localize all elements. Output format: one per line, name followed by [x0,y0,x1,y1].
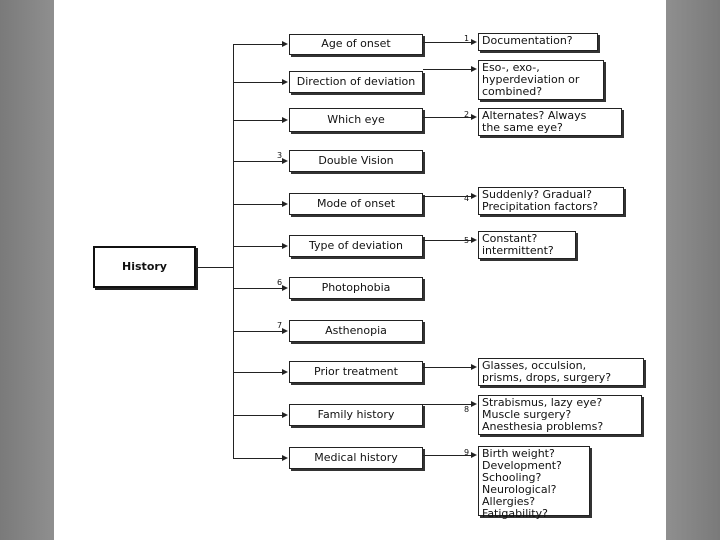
branch-arrow [282,41,288,47]
branch-arrow [282,201,288,207]
answer-box: Strabismus, lazy eye?Muscle surgery?Anes… [478,395,642,435]
answer-connector [423,196,472,197]
branch-arrow [282,412,288,418]
answer-line: Birth weight? [482,447,555,460]
item-number: 4 [464,194,470,203]
answer-connector [423,455,472,456]
branch-arrow [282,79,288,85]
answer-line: prisms, drops, surgery? [482,371,612,384]
answer-line: Neurological? [482,483,557,496]
item-number: 1 [464,34,470,43]
answer-line: Allergies? [482,495,536,508]
branch-arrow [282,285,288,291]
answer-line: Alternates? Always [482,109,587,122]
answer-connector [423,404,472,405]
history-item-box: Which eye [289,108,423,132]
answer-connector [423,240,472,241]
branch-arrow [282,455,288,461]
root-box: History [93,246,196,288]
answer-arrow [471,401,477,407]
answer-line: Glasses, occulsion, [482,359,587,372]
answer-line: Strabismus, lazy eye? [482,396,603,409]
answer-line: intermittent? [482,244,554,257]
answer-line: Eso-, exo-, [482,61,540,74]
branch-connector [233,161,283,162]
answer-connector [423,69,472,70]
history-item-box: Medical history [289,447,423,469]
branch-arrow [282,158,288,164]
branch-connector [233,44,283,45]
answer-box: Documentation? [478,33,598,51]
branch-connector [233,288,283,289]
answer-arrow [471,452,477,458]
branch-arrow [282,369,288,375]
answer-line: hyperdeviation or [482,73,580,86]
history-item-box: Double Vision [289,150,423,172]
branch-connector [233,82,283,83]
answer-line: Documentation? [482,34,573,47]
branch-connector [233,372,283,373]
branch-arrow [282,328,288,334]
answer-line: Suddenly? Gradual? [482,188,592,201]
item-number: 2 [464,110,470,119]
history-item-box: Asthenopia [289,320,423,342]
item-number: 8 [464,405,470,414]
answer-line: the same eye? [482,121,563,134]
answer-box: Constant?intermittent? [478,231,576,259]
right-border [666,0,720,540]
history-item-box: Photophobia [289,277,423,299]
history-item-box: Mode of onset [289,193,423,215]
answer-line: Schooling? [482,471,542,484]
answer-line: Development? [482,459,562,472]
history-item-box: Type of deviation [289,235,423,257]
answer-line: Precipitation factors? [482,200,599,213]
trunk-line [233,44,234,458]
item-number: 6 [277,278,283,287]
item-number: 3 [277,151,283,160]
branch-connector [233,204,283,205]
answer-box: Glasses, occulsion,prisms, drops, surger… [478,358,644,386]
answer-connector [423,367,472,368]
answer-arrow [471,364,477,370]
answer-line: Constant? [482,232,538,245]
history-item-box: Family history [289,404,423,426]
answer-line: Fatigability? [482,507,548,520]
answer-line: Anesthesia problems? [482,420,604,433]
branch-connector [233,246,283,247]
answer-arrow [471,193,477,199]
history-item-box: Age of onset [289,33,423,55]
item-number: 9 [464,448,470,457]
branch-connector [233,415,283,416]
branch-connector [233,120,283,121]
branch-arrow [282,117,288,123]
left-border [0,0,54,540]
history-item-box: Direction of deviation [289,71,423,93]
history-item-box: Prior treatment [289,361,423,383]
answer-box: Birth weight?Development?Schooling?Neuro… [478,446,590,520]
branch-connector [233,458,283,459]
answer-connector [423,42,472,43]
answer-arrow [471,114,477,120]
answer-line: combined? [482,85,543,98]
item-number: 7 [277,321,283,330]
answer-arrow [471,237,477,243]
answer-box: Suddenly? Gradual?Precipitation factors? [478,187,624,215]
root-connector [196,267,233,268]
answer-arrow [471,66,477,72]
answer-connector [423,117,472,118]
answer-line: Muscle surgery? [482,408,572,421]
branch-connector [233,331,283,332]
answer-arrow [471,39,477,45]
branch-arrow [282,243,288,249]
